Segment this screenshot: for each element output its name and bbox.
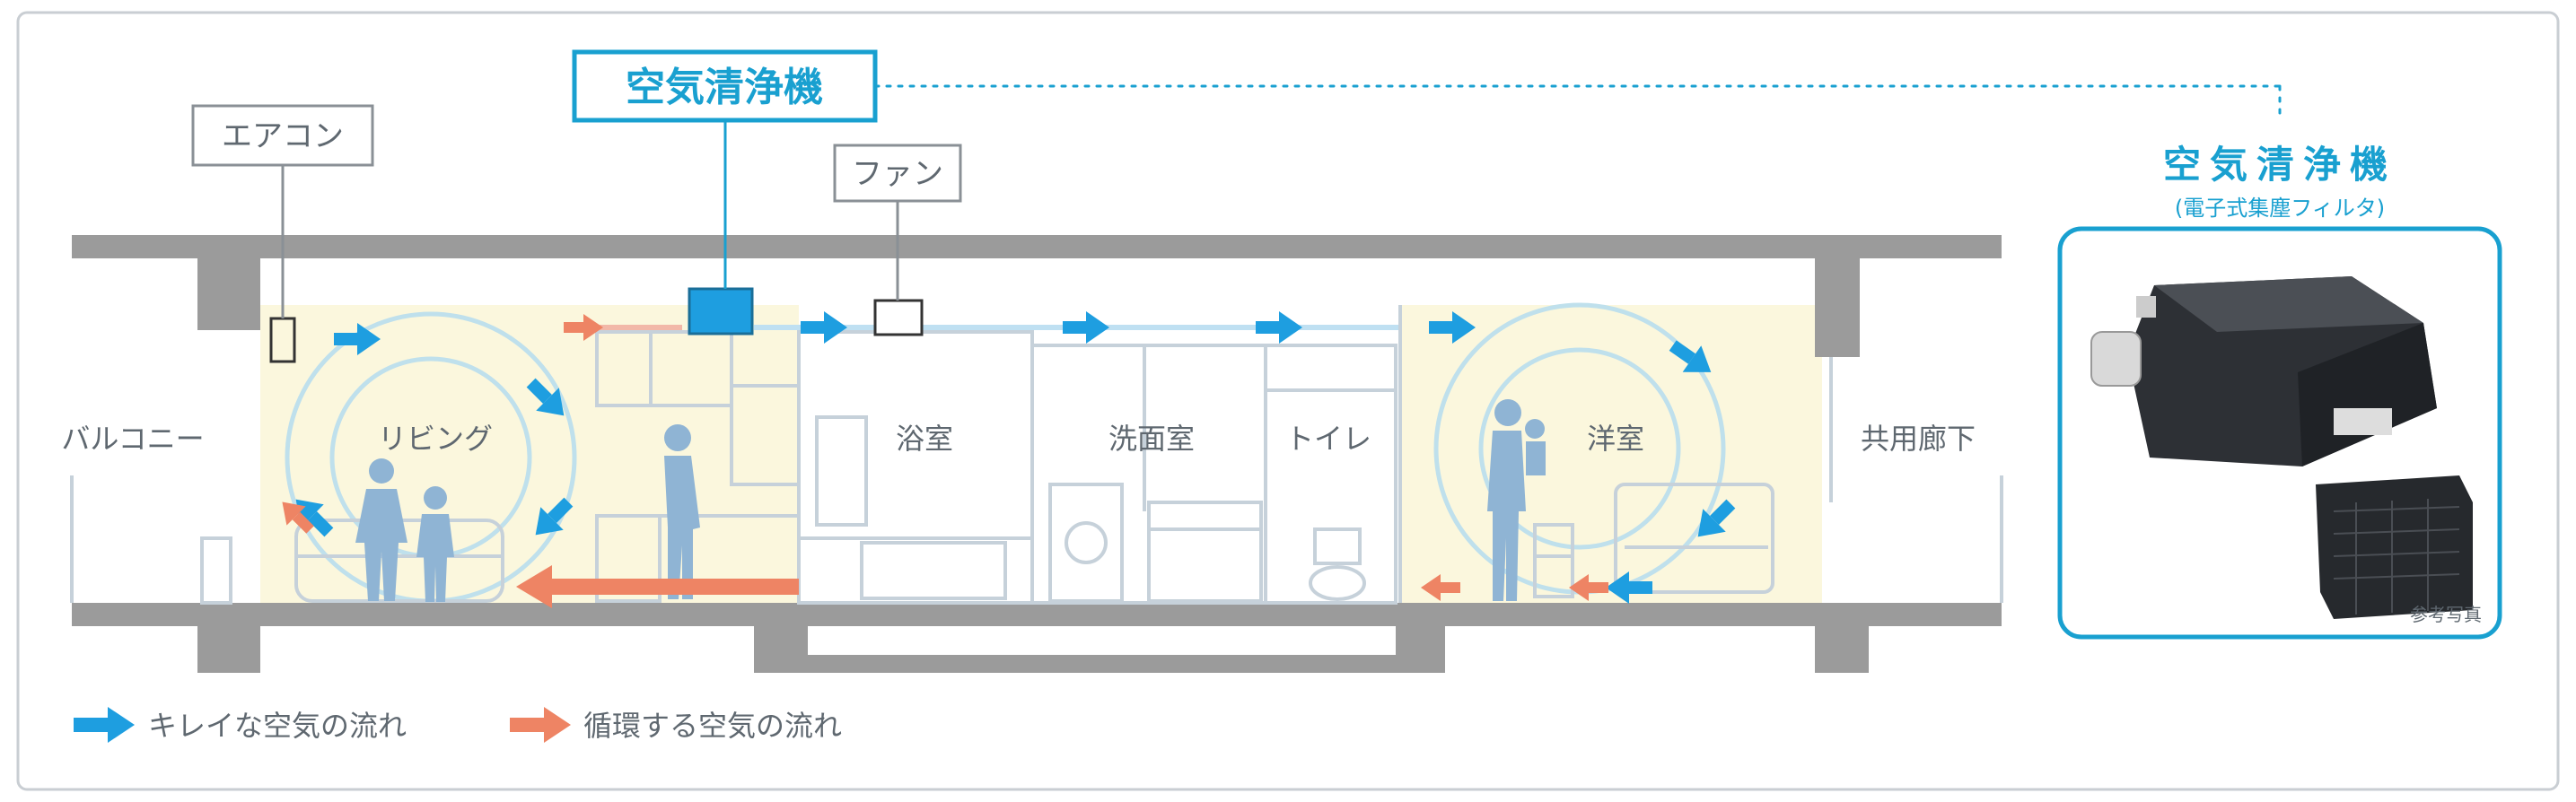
room-label-bathroom: 浴室 [896, 422, 953, 456]
legend-clean-label: キレイな空気の流れ [148, 709, 407, 743]
purifier-unit [688, 287, 754, 336]
room-label-western: 洋室 [1587, 422, 1644, 456]
room-label-balcony: バルコニー [61, 422, 204, 456]
product-title: 空気清浄機 [2163, 143, 2396, 187]
purifier-callout-label: 空気清浄機 [626, 65, 823, 110]
legend-circulate-icon [510, 707, 571, 743]
photo-caption: 参考写真 [2410, 604, 2482, 625]
western-room-area [1400, 305, 1822, 610]
legend-clean-icon [74, 707, 135, 743]
purifier-callout-box [572, 49, 878, 123]
aircon-callout-label: エアコン [222, 118, 344, 154]
room-label-corridor: 共用廊下 [1861, 422, 1976, 456]
fan-unit [873, 299, 924, 336]
room-label-toilet: トイレ [1285, 422, 1371, 456]
purifier-product-image [2090, 276, 2473, 619]
fan-callout-label: ファン [852, 156, 943, 192]
outer-frame [16, 11, 2560, 791]
room-label-living: リビング [378, 422, 493, 456]
people-silhouettes [355, 399, 1546, 602]
callout-lines [281, 84, 2282, 318]
aircon-callout-box [191, 104, 374, 167]
room-label-washroom: 洗面室 [1108, 422, 1195, 456]
fan-callout-box [833, 144, 962, 203]
return-air-arrow [516, 565, 799, 608]
building-structure [72, 235, 2002, 673]
legend-circulate-label: 循環する空気の流れ [583, 709, 842, 743]
product-subtitle: (電子式集塵フィルタ) [2175, 196, 2385, 221]
legend: キレイな空気の流れ 循環する空気の流れ [74, 707, 842, 743]
